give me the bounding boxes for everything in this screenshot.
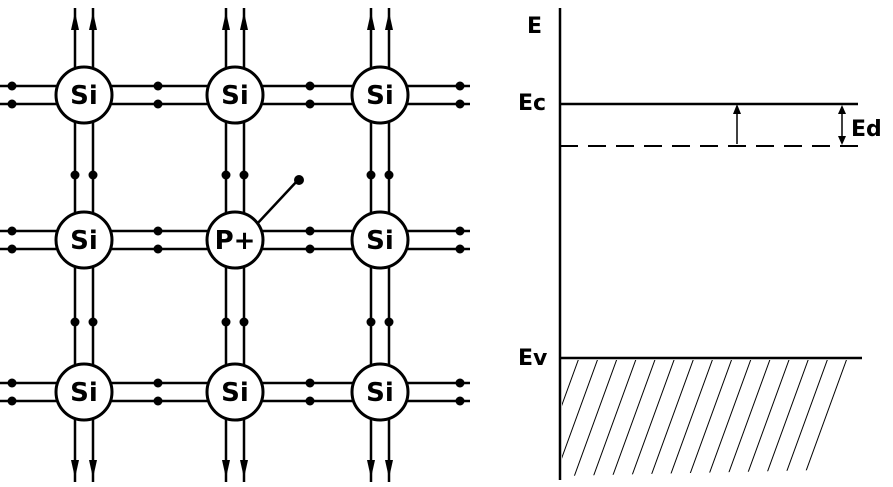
phosphorus-atom-label: P+ bbox=[215, 226, 256, 256]
electron-dot bbox=[221, 317, 231, 327]
electron-dot bbox=[366, 317, 376, 327]
electron-dot bbox=[88, 170, 98, 180]
free-electron bbox=[255, 175, 304, 226]
electron-dot bbox=[221, 170, 231, 180]
excitation-arrow-head bbox=[733, 104, 741, 114]
silicon-atom-label: Si bbox=[366, 378, 394, 408]
electron-dot bbox=[239, 170, 249, 180]
atom-circle bbox=[350, 362, 410, 422]
electron-dot bbox=[239, 317, 249, 327]
electron-dot bbox=[455, 226, 465, 236]
electron-dot bbox=[70, 170, 80, 180]
arrow-up-head bbox=[367, 12, 375, 30]
bonding-electrons bbox=[7, 81, 465, 406]
atom-circle bbox=[350, 210, 410, 270]
electron-dot bbox=[153, 378, 163, 388]
donor-gap-label: Ed bbox=[851, 117, 882, 142]
free-electron-dot bbox=[294, 175, 304, 185]
electron-dot bbox=[153, 81, 163, 91]
electron-dot bbox=[455, 378, 465, 388]
arrow-down-head bbox=[89, 460, 97, 478]
conduction-band-label: Ec bbox=[518, 91, 546, 116]
electron-dot bbox=[153, 244, 163, 254]
valence-band-label: Ev bbox=[518, 346, 548, 371]
arrow-up-head bbox=[385, 12, 393, 30]
silicon-atom-label: Si bbox=[70, 81, 98, 111]
atom-circle bbox=[205, 362, 265, 422]
atom-circle bbox=[205, 210, 265, 270]
electron-dot bbox=[305, 81, 315, 91]
electron-dot bbox=[305, 244, 315, 254]
arrow-up-head bbox=[240, 12, 248, 30]
arrow-up-head bbox=[89, 12, 97, 30]
electron-dot bbox=[7, 378, 17, 388]
electron-dot bbox=[7, 244, 17, 254]
silicon-atom-label: Si bbox=[366, 226, 394, 256]
band-diagram: E Ec Ed Ev bbox=[518, 8, 882, 480]
free-electron-bond bbox=[255, 179, 299, 226]
atom-circle bbox=[54, 362, 114, 422]
arrow-down-head bbox=[240, 460, 248, 478]
silicon-atom-label: Si bbox=[221, 81, 249, 111]
arrow-down-head bbox=[222, 460, 230, 478]
arrow-up-head bbox=[71, 12, 79, 30]
electron-dot bbox=[7, 226, 17, 236]
electron-dot bbox=[153, 396, 163, 406]
electron-dot bbox=[455, 81, 465, 91]
electron-dot bbox=[7, 396, 17, 406]
electron-dot bbox=[305, 226, 315, 236]
electron-dot bbox=[153, 99, 163, 109]
electron-dot bbox=[70, 317, 80, 327]
electron-dot bbox=[88, 317, 98, 327]
valence-band-fill bbox=[562, 360, 860, 476]
atom-circle bbox=[54, 65, 114, 125]
electron-dot bbox=[455, 396, 465, 406]
electron-dot bbox=[153, 226, 163, 236]
electron-dot bbox=[366, 170, 376, 180]
electron-dot bbox=[7, 99, 17, 109]
ed-gap-arrow-down bbox=[838, 136, 846, 145]
atom-circle bbox=[54, 210, 114, 270]
atom-circle bbox=[205, 65, 265, 125]
atom-circle bbox=[350, 65, 410, 125]
arrow-down-head bbox=[385, 460, 393, 478]
silicon-atom-label: Si bbox=[221, 378, 249, 408]
silicon-atom-label: Si bbox=[70, 226, 98, 256]
energy-axis-label: E bbox=[527, 14, 542, 39]
electron-dot bbox=[7, 81, 17, 91]
electron-dot bbox=[455, 244, 465, 254]
electron-dot bbox=[384, 170, 394, 180]
electron-dot bbox=[305, 99, 315, 109]
silicon-atom-label: Si bbox=[366, 81, 394, 111]
electron-dot bbox=[455, 99, 465, 109]
electron-dot bbox=[384, 317, 394, 327]
electron-dot bbox=[305, 396, 315, 406]
lattice-arrows bbox=[71, 12, 393, 478]
electron-dot bbox=[305, 378, 315, 388]
silicon-atom-label: Si bbox=[70, 378, 98, 408]
arrow-down-head bbox=[367, 460, 375, 478]
arrow-up-head bbox=[222, 12, 230, 30]
ed-gap-arrow-up bbox=[838, 105, 846, 114]
arrow-down-head bbox=[71, 460, 79, 478]
